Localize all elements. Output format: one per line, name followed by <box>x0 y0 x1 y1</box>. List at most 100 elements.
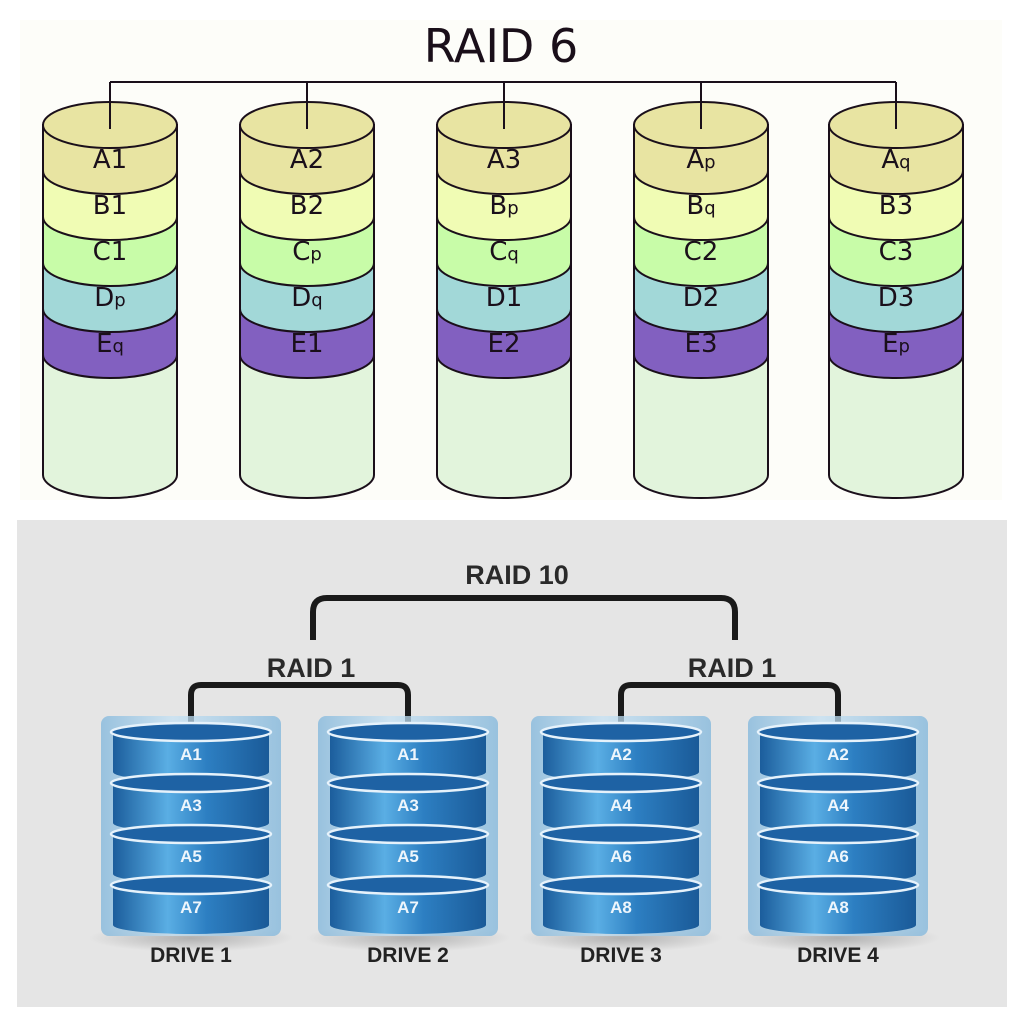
platter-top <box>326 772 490 794</box>
platter-body <box>113 834 269 883</box>
drive-platter-A5: A5 <box>109 823 273 883</box>
raid6-disk-array: A1B1C1DpEqA2B2CpDqE1A3BpCqD1E2ApBqC2D2E3… <box>42 82 964 499</box>
stripe-label-sub: p <box>507 198 518 219</box>
platter-body <box>330 732 486 781</box>
stripe-label: B1 <box>93 191 127 221</box>
stripe-label-base: A <box>881 145 899 175</box>
raid1-connector-left <box>188 682 411 725</box>
stripe-label: E1 <box>291 329 324 359</box>
platter-body <box>543 732 699 781</box>
stripe-label: E3 <box>685 329 718 359</box>
raid1-group-label-right: RAID 1 <box>688 653 777 683</box>
stripe-label: Bq <box>686 191 715 221</box>
stripe-label: E2 <box>488 329 521 359</box>
stripe-label: D2 <box>683 283 720 313</box>
stripe-label-base: E <box>96 329 112 359</box>
stripe-label: A3 <box>487 145 521 175</box>
stripe-label: C3 <box>879 237 914 267</box>
stripe-label: B3 <box>879 191 913 221</box>
stripe-label: A1 <box>93 145 127 175</box>
stripe-label-base: C <box>684 237 702 267</box>
drive-platter-A8: A8 <box>756 874 920 934</box>
stripe-label: Eq <box>96 329 124 359</box>
platter-top <box>109 823 273 845</box>
stripe-label-base: D <box>683 283 703 313</box>
platter-body <box>760 834 916 883</box>
stripe-label: Dq <box>291 283 322 313</box>
stripe-label-sub: p <box>704 152 715 173</box>
raid10-top-connector <box>310 595 738 640</box>
drive-platter-A7: A7 <box>109 874 273 934</box>
stripe-label-sub: 2 <box>702 237 719 267</box>
platter-body <box>113 783 269 832</box>
stripe-label-sub: 3 <box>897 191 914 221</box>
stripe-label-sub: 2 <box>504 329 521 359</box>
stripe-label-sub: 3 <box>701 329 718 359</box>
stripe-label: Aq <box>881 145 910 175</box>
platter-top <box>326 823 490 845</box>
platter-top <box>539 823 703 845</box>
raid1-connector-right <box>618 682 841 725</box>
stripe-label-sub: q <box>704 198 715 219</box>
platter-body <box>543 834 699 883</box>
stripe-label-sub: q <box>311 290 322 311</box>
stripe-label-base: A <box>93 145 111 175</box>
platter-top <box>326 721 490 743</box>
platter-label: A1 <box>397 745 419 764</box>
stripe-label: Cp <box>292 237 322 267</box>
stripe-label-sub: 1 <box>111 237 128 267</box>
drive-platter-A6: A6 <box>756 823 920 883</box>
platter-label: A3 <box>397 796 419 815</box>
stripe-label-base: B <box>489 191 507 221</box>
drive-platter-A8: A8 <box>539 874 703 934</box>
platter-body <box>760 885 916 934</box>
raid1-group-label-left: RAID 1 <box>267 653 356 683</box>
stripe-label-sub: 2 <box>703 283 720 313</box>
platter-body <box>113 885 269 934</box>
drive-label: DRIVE 2 <box>367 944 449 967</box>
platter-top <box>756 874 920 896</box>
drive-platter-A4: A4 <box>756 772 920 832</box>
raid6-diagram: RAID 6 A1B1C1DpEqA2B2CpDqE1A3BpCqD1E2ApB… <box>42 20 964 499</box>
drive-platter-A3: A3 <box>326 772 490 832</box>
platter-body <box>113 732 269 781</box>
stripe-label-base: A <box>290 145 308 175</box>
platter-label: A7 <box>180 898 202 917</box>
platter-body <box>543 783 699 832</box>
drive-platter-A7: A7 <box>326 874 490 934</box>
platter-label: A7 <box>397 898 419 917</box>
drive-label: DRIVE 4 <box>797 944 879 967</box>
drive-platter-A2: A2 <box>539 721 703 781</box>
stripe-label-base: A <box>686 145 704 175</box>
platter-label: A3 <box>180 796 202 815</box>
stripe-label: D3 <box>878 283 915 313</box>
stripe-label: Cq <box>489 237 519 267</box>
drive-platter-A1: A1 <box>326 721 490 781</box>
stripe-label: Bp <box>489 191 518 221</box>
platter-body <box>760 732 916 781</box>
stripe-label-base: E <box>291 329 307 359</box>
stripe-label: D1 <box>486 283 523 313</box>
raid10-title: RAID 10 <box>465 560 569 590</box>
stripe-label-sub: p <box>114 290 125 311</box>
stripe-label-sub: 3 <box>505 145 522 175</box>
stripe-label-sub: q <box>507 244 518 265</box>
stripe-label-base: B <box>879 191 897 221</box>
platter-label: A5 <box>397 847 419 866</box>
stripe-label-sub: p <box>310 244 321 265</box>
platter-label: A4 <box>610 796 632 815</box>
stripe-label-base: C <box>93 237 111 267</box>
platter-top <box>539 772 703 794</box>
drive-platter-A5: A5 <box>326 823 490 883</box>
stripe-label: B2 <box>290 191 324 221</box>
platter-label: A1 <box>180 745 202 764</box>
platter-top <box>109 721 273 743</box>
platter-top <box>109 874 273 896</box>
platter-top <box>109 772 273 794</box>
stripe-label: C2 <box>684 237 719 267</box>
